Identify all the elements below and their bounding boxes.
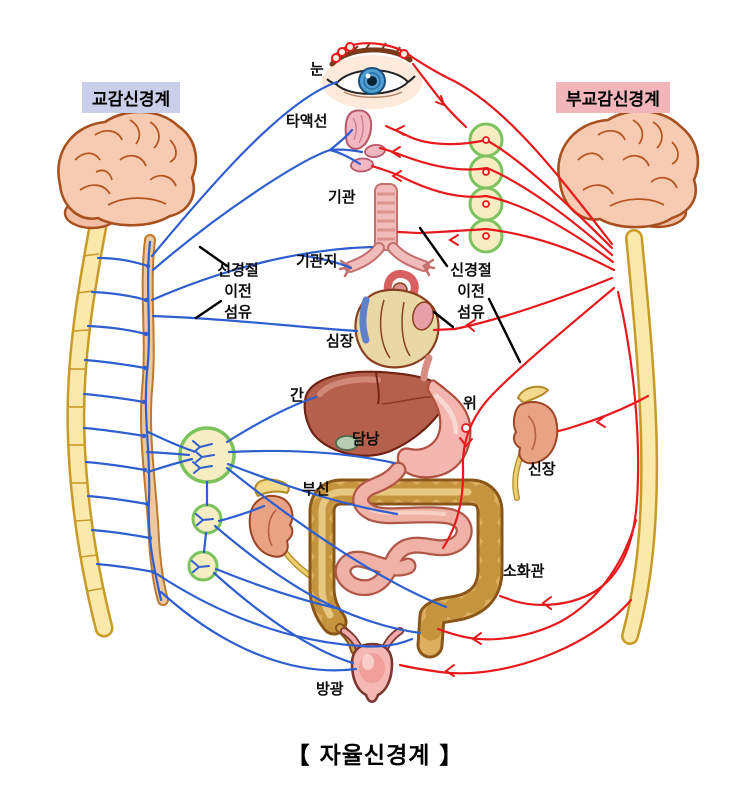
label-stomach: 위: [463, 394, 477, 412]
heart: [354, 270, 440, 369]
trachea-bronchi: [338, 183, 436, 278]
parasympathetic-system-label: 부교감신경계: [556, 82, 670, 113]
sympathetic-nerves: [82, 80, 448, 672]
label-adrenal-gland: 부신: [302, 480, 330, 498]
parasympathetic-nerves: [330, 42, 650, 677]
label-bladder: 방광: [316, 680, 344, 698]
salivary-glands: [344, 109, 386, 173]
small-intestine: [334, 461, 473, 597]
pre-right-line1: 신경절: [450, 261, 492, 279]
gallbladder: [335, 435, 359, 451]
label-bronchi: 기관지: [296, 252, 338, 270]
diagram-title: 【 자율신경계 】: [286, 743, 464, 769]
label-heart: 심장: [326, 332, 354, 350]
label-trachea: 기관: [328, 188, 356, 206]
pre-left-line1: 신경절: [217, 261, 259, 279]
sympathetic-system-label: 교감신경계: [82, 82, 181, 113]
label-kidney: 신장: [528, 460, 556, 478]
left-spinal-cord: [66, 205, 114, 638]
eye: [322, 42, 422, 109]
right-spinal-cord: [621, 229, 659, 645]
preganglionic-fiber-label-left: 신경절 이전 섬유: [207, 260, 269, 323]
left-brain: [57, 110, 198, 230]
label-gallbladder: 담낭: [352, 430, 380, 448]
pre-left-line2: 이전: [224, 282, 252, 300]
kidney-right: [512, 385, 559, 501]
right-brain: [557, 110, 700, 229]
label-liver: 간: [290, 386, 304, 404]
preganglionic-fiber-label-right: 신경절 이전 섬유: [440, 260, 502, 323]
stomach: [396, 354, 472, 479]
liver: [303, 370, 449, 457]
label-digestive-tract: 소화관: [503, 562, 545, 580]
bladder: [340, 627, 404, 704]
pre-left-line3: 섬유: [224, 303, 252, 321]
pre-right-line2: 이전: [457, 282, 485, 300]
pointer-lines: [194, 226, 522, 364]
pre-right-line3: 섬유: [457, 303, 485, 321]
label-eye: 눈: [310, 60, 324, 78]
label-salivary-gland: 타액선: [286, 112, 328, 130]
